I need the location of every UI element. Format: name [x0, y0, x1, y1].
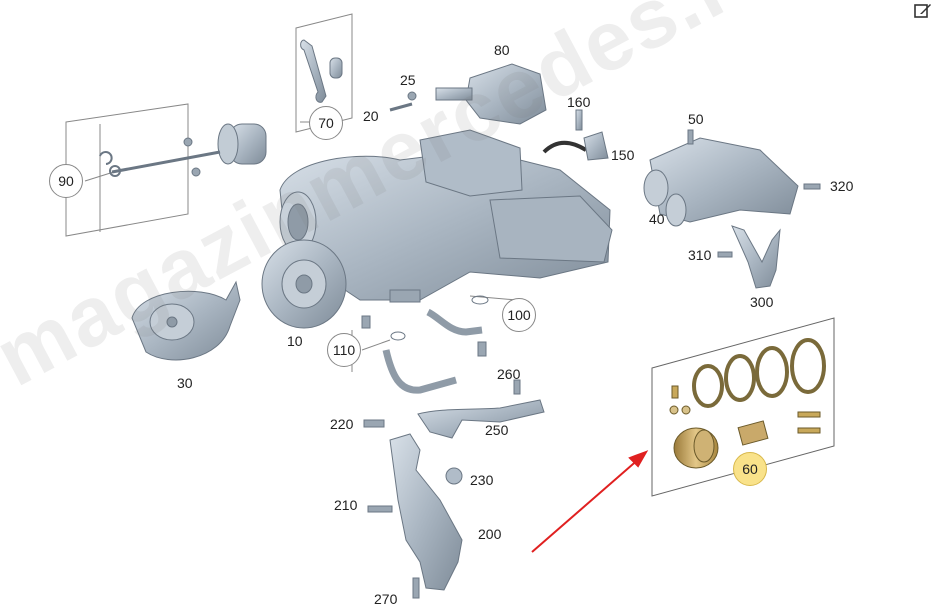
- part-40-manifold: [643, 129, 821, 227]
- label-220[interactable]: 220: [330, 416, 354, 432]
- callout-110[interactable]: 110: [327, 333, 361, 367]
- label-10[interactable]: 10: [287, 333, 303, 349]
- label-270[interactable]: 270: [374, 591, 398, 607]
- callout-100[interactable]: 100: [502, 298, 536, 332]
- part-150-160-hose: [542, 109, 609, 161]
- label-320[interactable]: 320: [830, 178, 854, 194]
- red-arrow: [531, 450, 649, 553]
- part-30-actuator: [131, 280, 241, 361]
- label-80[interactable]: 80: [494, 42, 510, 58]
- part-90-actuator: [99, 123, 267, 177]
- label-150[interactable]: 150: [611, 147, 635, 163]
- label-40[interactable]: 40: [649, 211, 665, 227]
- part-200-bracket: [363, 419, 463, 599]
- label-25[interactable]: 25: [400, 72, 416, 88]
- part-60-seal-kit: [669, 338, 826, 469]
- part-300-bracket: [717, 225, 781, 289]
- part-80-module: [435, 63, 547, 125]
- part-20-25-bolts: [389, 102, 413, 112]
- part-100-pipe: [426, 295, 489, 357]
- part-250-bracket: [417, 379, 545, 439]
- label-30[interactable]: 30: [177, 375, 193, 391]
- label-260[interactable]: 260: [497, 366, 521, 382]
- label-300[interactable]: 300: [750, 294, 774, 310]
- edit-icon[interactable]: [914, 2, 932, 20]
- group-frame-70: [295, 13, 353, 133]
- callout-70[interactable]: 70: [309, 106, 343, 140]
- callout-90[interactable]: 90: [49, 164, 83, 198]
- group-frame-60: [651, 317, 835, 497]
- label-200[interactable]: 200: [478, 526, 502, 542]
- part-70-clip: [300, 39, 343, 103]
- group-frame-90: [65, 103, 189, 237]
- label-20[interactable]: 20: [363, 108, 379, 124]
- label-210[interactable]: 210: [334, 497, 358, 513]
- label-230[interactable]: 230: [470, 472, 494, 488]
- label-250[interactable]: 250: [485, 422, 509, 438]
- callout-60[interactable]: 60: [733, 452, 767, 486]
- label-310[interactable]: 310: [688, 247, 712, 263]
- part-10-turbo-assembly: [261, 129, 613, 329]
- label-50[interactable]: 50: [688, 111, 704, 127]
- label-160[interactable]: 160: [567, 94, 591, 110]
- part-110-pipe: [361, 315, 457, 394]
